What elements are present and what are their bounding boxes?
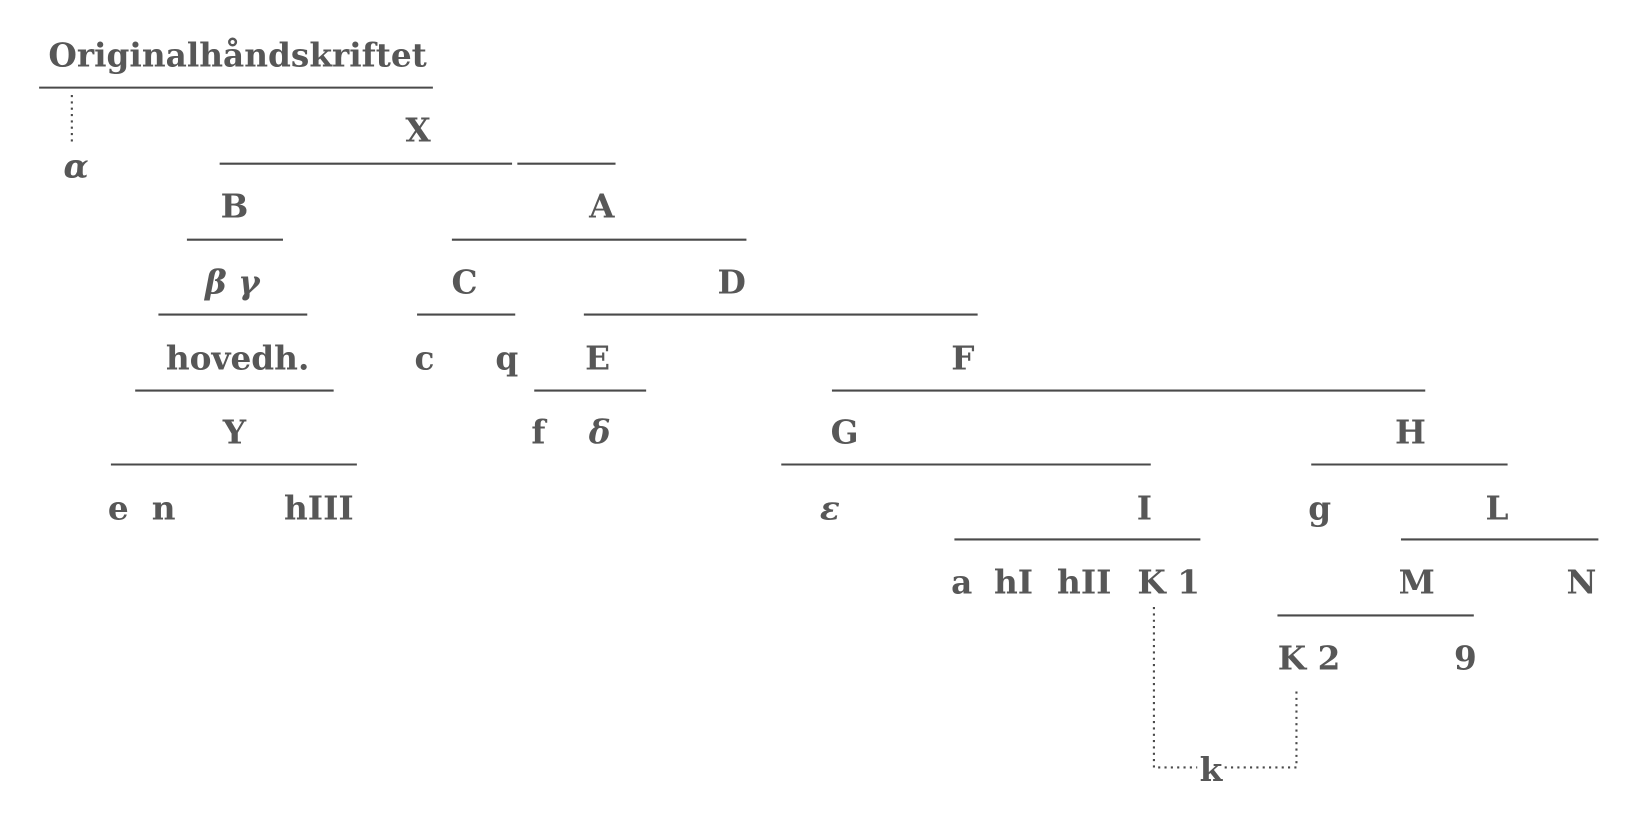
node-beta-gamma: β γ: [203, 262, 261, 301]
node-a: a: [951, 562, 972, 601]
node-F: F: [951, 338, 974, 377]
node-hI: hI: [994, 562, 1033, 601]
node-G: G: [831, 412, 859, 451]
node-hII: hII: [1057, 562, 1111, 601]
dotted-link: [1224, 691, 1298, 769]
node-E: E: [585, 338, 610, 377]
node-K2: K 2: [1278, 638, 1341, 677]
node-N: N: [1567, 562, 1597, 601]
node-M: M: [1399, 562, 1435, 601]
node-e: e: [108, 488, 129, 527]
node-hovedh: hovedh.: [166, 338, 310, 377]
node-f: f: [531, 412, 547, 451]
node-H: H: [1395, 412, 1426, 451]
node-Y: Y: [222, 412, 247, 451]
node-I: I: [1137, 488, 1152, 527]
dotted-link: [1152, 607, 1198, 769]
node-9: 9: [1454, 638, 1477, 677]
node-X: X: [405, 110, 431, 149]
node-K1: K 1: [1137, 562, 1200, 601]
node-c: c: [414, 338, 434, 377]
node-epsilon: ε: [820, 488, 840, 527]
node-n: n: [152, 488, 176, 527]
node-L: L: [1486, 488, 1509, 527]
node-alpha: α: [63, 146, 88, 185]
node-originalhandskriftet: Originalhåndskriftet: [48, 36, 426, 75]
node-delta: δ: [588, 412, 611, 451]
node-k: k: [1200, 750, 1224, 789]
node-q: q: [495, 338, 518, 377]
node-C: C: [452, 262, 478, 301]
node-A: A: [588, 186, 615, 225]
node-hIII: hIII: [284, 488, 354, 527]
node-B: B: [221, 186, 249, 225]
node-D: D: [717, 262, 745, 301]
node-g: g: [1308, 488, 1331, 527]
